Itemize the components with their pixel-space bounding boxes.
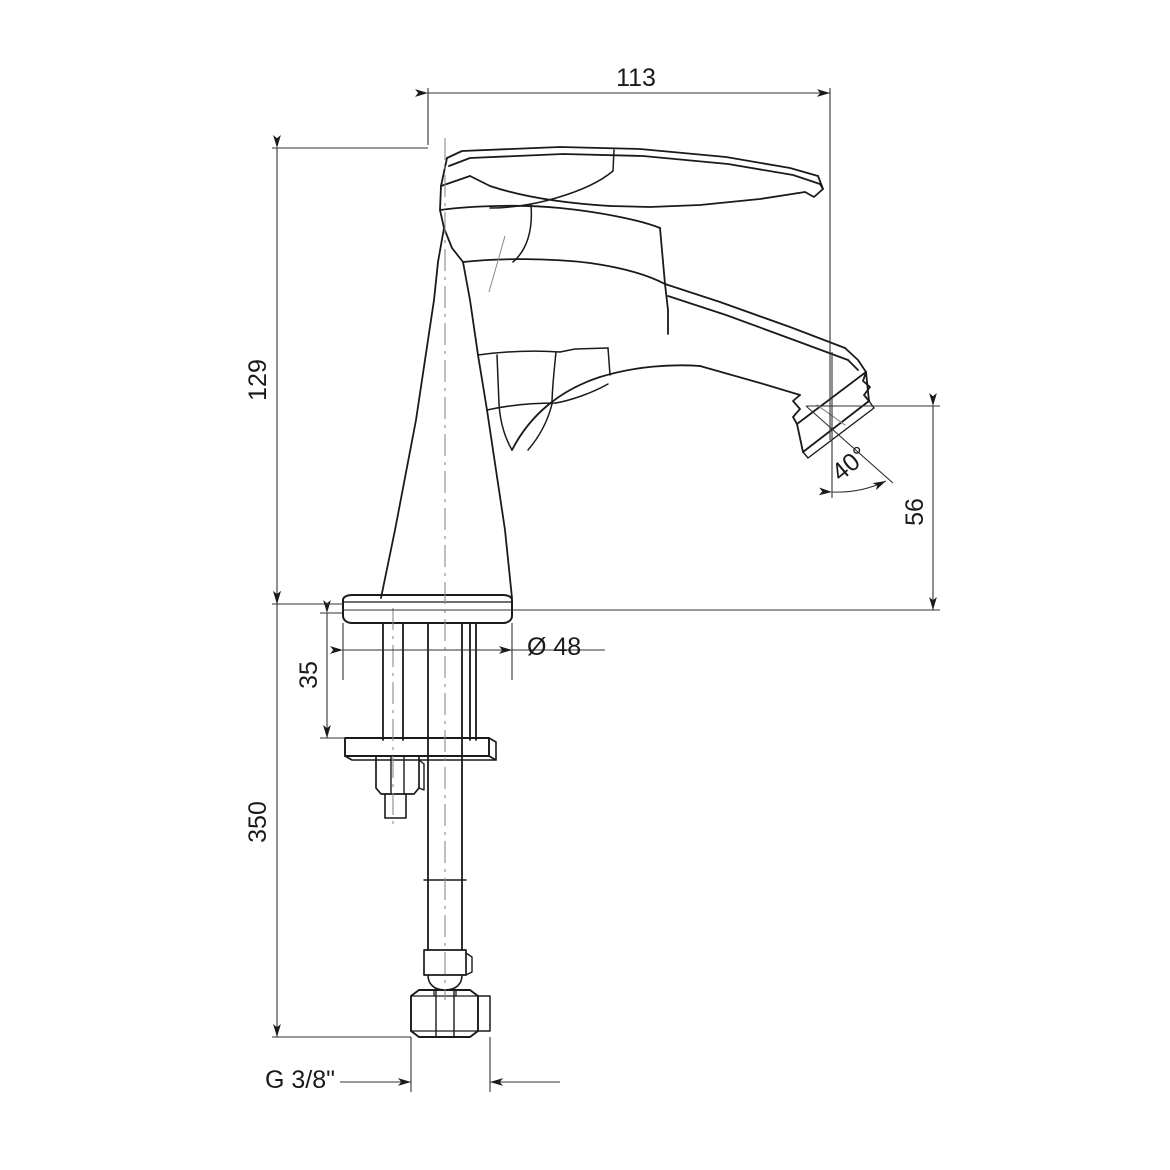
- dimtext-350: 350: [244, 801, 272, 843]
- dimtext-35: 35: [295, 661, 323, 689]
- spout: [664, 283, 867, 396]
- angle-arc-40: [818, 480, 887, 496]
- dimtext-56: 56: [901, 498, 929, 526]
- dimension-129: 129: [244, 135, 428, 605]
- dimtext-129: 129: [244, 359, 272, 401]
- lever-handle: [439, 146, 824, 285]
- base-flange: [342, 594, 513, 624]
- lock-nut: [375, 755, 425, 819]
- dimtext-g38: G 3/8": [265, 1066, 335, 1094]
- dimension-35: 35: [295, 600, 345, 739]
- hex-connector: [410, 989, 491, 1038]
- flexible-hose: [423, 879, 473, 997]
- mixer-body: [380, 227, 701, 599]
- dimension-56: 56: [343, 393, 940, 611]
- mounting-shank: [382, 622, 477, 881]
- dimension-thread-g38: G 3/8": [265, 1037, 560, 1094]
- angle-ref-incline: [805, 405, 894, 484]
- aerator-outlet: [792, 371, 875, 459]
- leader-lines: [488, 235, 506, 293]
- dimtext-40deg: 40°: [826, 441, 873, 487]
- dimtext-48: Ø 48: [527, 633, 581, 661]
- dimension-350: 350: [244, 591, 411, 1038]
- mounting-plate: [344, 737, 497, 761]
- dimension-40deg: 40°: [805, 352, 894, 498]
- dimension-diameter-48: Ø 48: [330, 623, 605, 680]
- dimtext-113: 113: [616, 64, 656, 92]
- dimension-113: 113: [415, 64, 831, 440]
- centre-lines: [392, 138, 446, 1000]
- body-leader: [488, 235, 506, 293]
